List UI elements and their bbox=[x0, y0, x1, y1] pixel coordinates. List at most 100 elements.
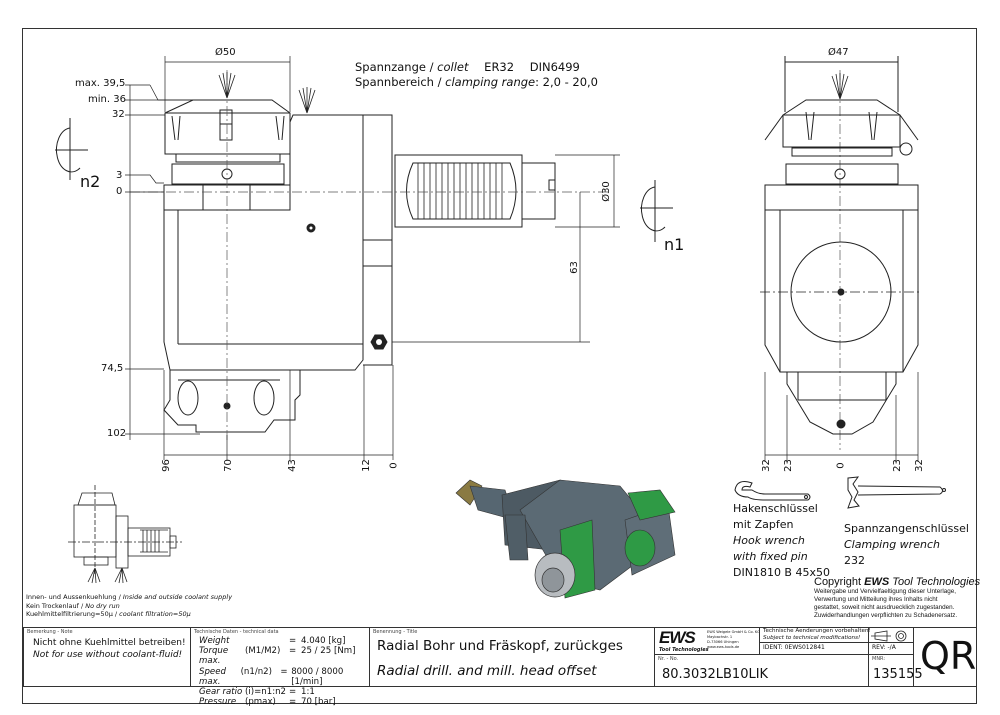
dim-min-36: min. 36 bbox=[88, 94, 126, 105]
clamping-range: Spannbereich / clamping range: 2,0 - 20,… bbox=[355, 75, 598, 89]
copyright-title: Copyright EWS Tool Technologies bbox=[814, 576, 980, 588]
note-en: Not for use without coolant-fluid! bbox=[33, 650, 183, 660]
coolant-note-en: coolant filtration=50µ bbox=[119, 610, 191, 618]
number-cell: Nr. - No. 80.3032LB10LIK bbox=[654, 654, 869, 687]
tech-eq: = bbox=[280, 666, 288, 677]
dim-front-0: 0 bbox=[835, 462, 847, 469]
ident-value: IDENT: 0EWS012841 bbox=[763, 644, 825, 651]
qr-label: QR bbox=[920, 634, 977, 678]
title-label: Benennung - Title bbox=[373, 629, 418, 635]
clamping-range-label-en: clamping range bbox=[445, 75, 536, 89]
collet-label-en: collet bbox=[437, 60, 469, 74]
hook-wrench-de-1: Hakenschlüssel bbox=[733, 502, 818, 515]
clamping-wrench-en: Clamping wrench bbox=[844, 538, 940, 551]
tech-row: Pressure (pmax) = 70 [bar] bbox=[199, 697, 369, 707]
coolant-note-de: Kuehlmittelfiltrierung=50µ / bbox=[26, 610, 120, 618]
tech-value: 25 / 25 [Nm] bbox=[301, 646, 356, 657]
changes-de: Technische Aenderungen vorbehalten! bbox=[763, 628, 871, 634]
coolant-note-en: Inside and outside coolant supply bbox=[122, 593, 233, 601]
tech-symbol: (i)=n1:n2 bbox=[245, 687, 287, 698]
coolant-schematic bbox=[68, 485, 182, 584]
shank-grooves bbox=[417, 163, 503, 219]
ews-logo: EWS bbox=[659, 628, 696, 647]
tech-symbol: (pmax) bbox=[245, 697, 276, 708]
clamping-wrench-number: 232 bbox=[844, 554, 865, 567]
render-collet-bore bbox=[541, 567, 565, 593]
tech-value: 70 [bar] bbox=[301, 697, 336, 708]
tech-row: Torque max.(M1/M2)=25 / 25 [Nm] bbox=[199, 646, 369, 666]
dim-front-23-left: 23 bbox=[782, 459, 794, 472]
tech-symbol: (M1/M2) bbox=[245, 646, 281, 657]
dim-max-39-5: max. 39,5 bbox=[75, 78, 126, 89]
dim-3: 3 bbox=[116, 170, 123, 181]
rotation-n1-symbol bbox=[640, 180, 673, 242]
render-shank-tip bbox=[455, 479, 483, 506]
dim-diameter-30: Ø30 bbox=[600, 181, 612, 202]
tech-eq: = bbox=[289, 646, 297, 657]
ews-logo-sub: Tool Technologies bbox=[659, 647, 709, 653]
dim-74-5: 74,5 bbox=[101, 363, 124, 374]
rotation-label-n1: n1 bbox=[664, 235, 685, 254]
note-cell: Bemerkung - Note Nicht ohne Kuehlmittel … bbox=[23, 627, 191, 687]
clamping-range-label-de: Spannbereich / bbox=[355, 75, 442, 89]
changes-note: Technische Aenderungen vorbehalten! Subj… bbox=[763, 628, 871, 642]
coolant-note: Kuehlmittelfiltrierung=50µ / coolant fil… bbox=[26, 610, 232, 619]
dim-32: 32 bbox=[112, 109, 125, 120]
tech-row: Weight=4.040 [kg] bbox=[199, 636, 369, 646]
dim-0-horizontal: 0 bbox=[388, 462, 400, 469]
changes-en: Subject to technical modifications! bbox=[763, 635, 861, 641]
tech-name: Gear ratio bbox=[199, 687, 243, 698]
dim-102: 102 bbox=[107, 428, 127, 439]
tech-value: 4.040 [kg] bbox=[301, 636, 346, 646]
clamping-range-value: : 2,0 - 20,0 bbox=[535, 75, 598, 89]
copyright-brand: EWS bbox=[864, 576, 890, 588]
coolant-note-en: No dry run bbox=[85, 601, 120, 610]
tech-name: Pressure bbox=[199, 697, 237, 708]
copyright-line: gestattet, soweit nicht ausdruecklich zu… bbox=[814, 604, 955, 611]
title-en: Radial drill. and mill. head offset bbox=[377, 663, 597, 679]
clamping-wrench-icon bbox=[847, 476, 946, 509]
hook-wrench-de-2: mit Zapfen bbox=[733, 518, 794, 531]
mnr-value: 135155 bbox=[873, 667, 923, 682]
company-line: D-73066 Uhingen bbox=[707, 640, 739, 644]
company-address: EWS Weigele GmbH & Co. KG Maybachstr. 1 … bbox=[707, 630, 760, 650]
dim-front-23-right: 23 bbox=[891, 459, 903, 472]
changes-cell: Technische Aenderungen vorbehalten! Subj… bbox=[759, 627, 871, 643]
collet-label-de: Spannzange / bbox=[355, 60, 434, 74]
copyright-line: Verwertung und Mitteilung ihres Inhalts … bbox=[814, 596, 938, 603]
mnr-label: MNR: bbox=[872, 656, 886, 662]
dim-0: 0 bbox=[116, 186, 123, 197]
projection-symbol-icon bbox=[871, 630, 907, 642]
dim-diameter-47: Ø47 bbox=[828, 47, 849, 58]
copyright-block: Copyright EWS Tool Technologies Weiterga… bbox=[814, 576, 980, 620]
hook-wrench-icon bbox=[734, 481, 811, 501]
company-line: www.ews-tools.de bbox=[707, 645, 740, 649]
tech-eq: = bbox=[289, 697, 297, 708]
copyright-line: Weitergabe und Vervielfaeltigung dieser … bbox=[814, 588, 957, 595]
collet-spec: Spannzange / collet ER32 DIN6499 bbox=[355, 60, 580, 74]
coolant-note: Innen- und Aussenkuehlung / Inside and o… bbox=[26, 593, 232, 602]
dim-front-32-right: 32 bbox=[913, 459, 925, 472]
hook-wrench-en-1: Hook wrench bbox=[733, 534, 805, 547]
tech-symbol bbox=[245, 636, 289, 646]
tech-name: Weight bbox=[199, 636, 230, 646]
side-view bbox=[55, 56, 849, 460]
coolant-note-de: Innen- und Aussenkuehlung / bbox=[26, 593, 123, 601]
projection-symbol-cell bbox=[868, 627, 914, 643]
dim-96: 96 bbox=[160, 459, 172, 472]
drawing-frame bbox=[22, 28, 977, 704]
coolant-note-de: Kein Trockenlauf / bbox=[26, 601, 86, 610]
title-cell: Benennung - Title Radial Bohr und Fräsko… bbox=[369, 627, 655, 687]
clamping-wrench-text: Spannzangenschlüssel Clamping wrench 232 bbox=[844, 521, 969, 569]
copyright-text: Weitergabe und Vervielfaeltigung dieser … bbox=[814, 588, 980, 620]
tech-row: Speed max.(n1/n2)=8000 / 8000 [1/min] bbox=[199, 667, 369, 687]
tech-row: Gear ratio(i)=n1:n2=1:1 bbox=[199, 687, 369, 697]
tech-value: 8000 / 8000 [1/min] bbox=[291, 666, 344, 687]
dim-12: 12 bbox=[360, 459, 372, 472]
collet-standard: DIN6499 bbox=[529, 60, 580, 74]
rotation-n2-symbol bbox=[55, 118, 88, 180]
mnr-cell: MNR: 135155 bbox=[868, 654, 923, 687]
logo-cell: EWS Tool Technologies EWS Weigele GmbH &… bbox=[654, 627, 760, 655]
